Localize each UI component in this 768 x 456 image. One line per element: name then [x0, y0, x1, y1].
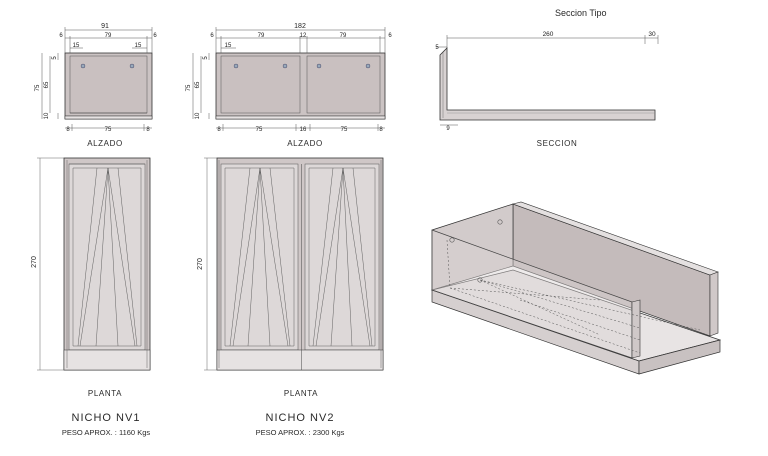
- dim-length: 270: [31, 256, 38, 268]
- dim-height-total: 75: [186, 84, 192, 91]
- anchor-icon: [497, 219, 503, 225]
- section-profile: [439, 47, 656, 121]
- dim-divider: 12: [300, 33, 307, 39]
- anchor-icon: [233, 63, 239, 69]
- nv1-name: NICHO NV1: [71, 412, 141, 424]
- dim-base-right: 8: [379, 127, 383, 133]
- dim-side-left: 6: [210, 33, 214, 39]
- isometric-view: [430, 201, 722, 375]
- section-caption: SECCION: [536, 139, 578, 148]
- nv1-planta-caption: PLANTA: [87, 389, 123, 398]
- anchor-icon: [477, 277, 483, 283]
- dim-side-right: 6: [153, 33, 157, 39]
- dim-height-inner: 65: [195, 81, 201, 88]
- nv1-alzado-caption: ALZADO: [87, 139, 123, 148]
- dim-height-total: 75: [35, 84, 41, 91]
- anchor-icon: [449, 237, 455, 243]
- iso-base-side: [638, 339, 721, 375]
- anchor-icon: [282, 63, 288, 69]
- nv1-planta: 270: [31, 157, 151, 371]
- dim-height-base: 10: [195, 112, 201, 119]
- dim-inner-width-a: 79: [258, 33, 265, 39]
- dim-total-width: 91: [101, 23, 109, 30]
- anchor-icon: [129, 63, 135, 69]
- dim-base-mid-a: 75: [256, 127, 263, 133]
- nv2-alzado: 182 6 79 12 79 6 15 75 65 5 10 8 75 16 7…: [186, 23, 392, 133]
- dim-anchor-right: 15: [135, 43, 142, 49]
- dim-base-right: 8: [146, 127, 150, 133]
- dim-base-mid-b: 75: [341, 127, 348, 133]
- nv1-alzado: 91 6 79 6 15 15 75 65 5 10 8 75 8: [35, 23, 157, 133]
- nv2-alzado-caption: ALZADO: [287, 139, 323, 148]
- dim-section-wall: 5: [435, 45, 439, 51]
- dim-base-divider: 16: [300, 127, 307, 133]
- nv2-planta-caption: PLANTA: [283, 389, 319, 398]
- section-view: 260 30 5 9: [435, 31, 659, 132]
- dim-side-right: 6: [388, 33, 392, 39]
- dim-height-top: 5: [203, 56, 209, 60]
- dim-section-end: 30: [648, 31, 656, 38]
- dim-section-length: 260: [543, 31, 554, 38]
- nv2-peso: PESO APROX. : 2300 Kgs: [255, 428, 345, 437]
- dim-inner-width: 79: [105, 33, 112, 39]
- dim-total-width: 182: [294, 23, 306, 30]
- dim-height-inner: 65: [44, 81, 50, 88]
- nv1-peso: PESO APROX. : 1160 Kgs: [61, 428, 151, 437]
- dim-base-left: 8: [66, 127, 70, 133]
- anchor-icon: [80, 63, 86, 69]
- nv2-planta: 270: [197, 157, 384, 371]
- dim-anchor-left: 15: [225, 43, 232, 49]
- dim-anchor-left: 15: [73, 43, 80, 49]
- dim-length: 270: [197, 258, 204, 270]
- anchor-icon: [365, 63, 371, 69]
- dim-height-base: 10: [44, 112, 50, 119]
- dim-base-mid: 75: [105, 127, 112, 133]
- dim-section-base: 9: [446, 126, 450, 132]
- anchor-icon: [316, 63, 322, 69]
- dim-height-top: 5: [52, 56, 58, 60]
- dim-base-left: 8: [217, 127, 221, 133]
- dim-inner-width-b: 79: [340, 33, 347, 39]
- nv2-name: NICHO NV2: [265, 412, 335, 424]
- dim-side-left: 6: [59, 33, 63, 39]
- section-title: Seccion Tipo: [555, 8, 607, 18]
